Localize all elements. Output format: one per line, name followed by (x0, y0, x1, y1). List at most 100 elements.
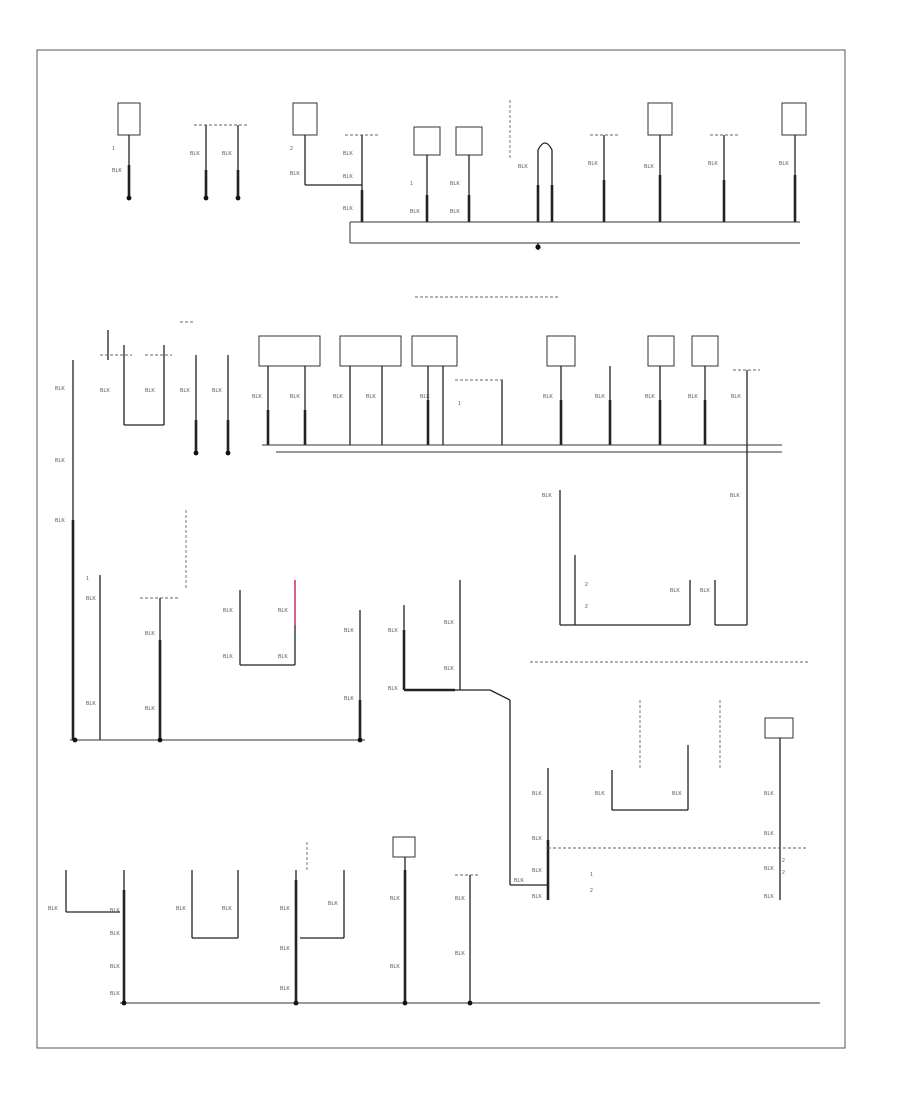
svg-text:BLK: BLK (731, 394, 741, 400)
svg-text:1: 1 (86, 576, 89, 582)
svg-text:BLK: BLK (764, 866, 774, 872)
svg-text:BLK: BLK (455, 896, 465, 902)
svg-text:BLK: BLK (670, 588, 680, 594)
svg-text:BLK: BLK (779, 161, 789, 167)
svg-text:2: 2 (590, 888, 593, 894)
component-top-8: BLK (588, 134, 620, 222)
svg-text:BLK: BLK (595, 791, 605, 797)
svg-text:BLK: BLK (280, 946, 290, 952)
component-top-2: BLK BLK (190, 124, 248, 201)
svg-text:BLK: BLK (223, 654, 233, 660)
svg-text:BLK: BLK (588, 161, 598, 167)
component-top-4: BLK BLK BLK (343, 134, 378, 222)
svg-text:2: 2 (585, 604, 588, 610)
svg-text:BLK: BLK (223, 608, 233, 614)
svg-text:BLK: BLK (110, 931, 120, 937)
second-row-components: BLK BLK BLK BLK BLK BLK BLK BLK BLK (55, 296, 782, 740)
fourth-row-components: BLK BLK BLK BLK BLK BLK BLK BLK BLK BLK BLK 1… (510, 700, 808, 900)
svg-text:BLK: BLK (145, 388, 155, 394)
svg-text:BLK: BLK (180, 388, 190, 394)
svg-text:BLK: BLK (644, 164, 654, 170)
component-mid-center: BLK BLK BLK BLK BLK 1 BLK BLK BLK (252, 335, 782, 620)
svg-text:BLK: BLK (542, 493, 552, 499)
svg-text:BLK: BLK (333, 394, 343, 400)
svg-text:BLK: BLK (688, 394, 698, 400)
svg-text:1: 1 (410, 181, 413, 187)
svg-text:BLK: BLK (366, 394, 376, 400)
svg-text:1: 1 (458, 401, 461, 407)
diagram-frame (36, 49, 846, 1049)
svg-text:BLK: BLK (764, 894, 774, 900)
svg-text:BLK: BLK (543, 394, 553, 400)
svg-text:BLK: BLK (55, 386, 65, 392)
svg-text:BLK: BLK (112, 168, 122, 174)
svg-text:2: 2 (782, 870, 785, 876)
svg-text:1: 1 (112, 146, 115, 152)
svg-text:BLK: BLK (110, 991, 120, 997)
svg-text:BLK: BLK (280, 906, 290, 912)
svg-text:BLK: BLK (280, 986, 290, 992)
svg-text:BLK: BLK (176, 906, 186, 912)
svg-text:BLK: BLK (388, 686, 398, 692)
svg-text:BLK: BLK (344, 696, 354, 702)
svg-text:BLK: BLK (672, 791, 682, 797)
svg-text:BLK: BLK (700, 588, 710, 594)
svg-text:BLK: BLK (100, 388, 110, 394)
svg-text:BLK: BLK (86, 701, 96, 707)
svg-text:BLK: BLK (388, 628, 398, 634)
svg-text:BLK: BLK (222, 151, 232, 157)
svg-text:BLK: BLK (444, 666, 454, 672)
svg-text:BLK: BLK (595, 394, 605, 400)
svg-text:BLK: BLK (514, 878, 524, 884)
svg-text:BLK: BLK (290, 394, 300, 400)
svg-text:BLK: BLK (278, 608, 288, 614)
ground-bus-top (349, 221, 800, 250)
svg-text:BLK: BLK (518, 164, 528, 170)
svg-text:BLK: BLK (344, 628, 354, 634)
svg-text:BLK: BLK (532, 836, 542, 842)
svg-text:2: 2 (585, 582, 588, 588)
svg-text:BLK: BLK (410, 209, 420, 215)
svg-text:2: 2 (290, 146, 293, 152)
svg-text:BLK: BLK (764, 831, 774, 837)
svg-text:BLK: BLK (764, 791, 774, 797)
svg-text:BLK: BLK (222, 906, 232, 912)
svg-text:BLK: BLK (55, 458, 65, 464)
svg-text:BLK: BLK (252, 394, 262, 400)
svg-text:BLK: BLK (455, 951, 465, 957)
svg-text:BLK: BLK (190, 151, 200, 157)
svg-text:BLK: BLK (110, 964, 120, 970)
svg-text:BLK: BLK (708, 161, 718, 167)
svg-text:BLK: BLK (343, 206, 353, 212)
svg-text:2: 2 (782, 858, 785, 864)
svg-text:BLK: BLK (110, 908, 120, 914)
component-top-11: BLK (779, 102, 807, 222)
svg-text:BLK: BLK (290, 171, 300, 177)
svg-text:BLK: BLK (730, 493, 740, 499)
svg-text:BLK: BLK (420, 394, 430, 400)
svg-text:BLK: BLK (48, 906, 58, 912)
component-top-10: BLK (708, 134, 740, 222)
svg-text:BLK: BLK (343, 151, 353, 157)
svg-text:BLK: BLK (532, 894, 542, 900)
svg-text:BLK: BLK (532, 791, 542, 797)
svg-text:BLK: BLK (55, 518, 65, 524)
svg-text:1: 1 (590, 872, 593, 878)
svg-text:BLK: BLK (645, 394, 655, 400)
svg-text:BLK: BLK (278, 654, 288, 660)
component-top-7: BLK (518, 142, 554, 222)
svg-text:BLK: BLK (328, 901, 338, 907)
svg-text:BLK: BLK (532, 868, 542, 874)
svg-text:BLK: BLK (390, 964, 400, 970)
svg-text:BLK: BLK (86, 596, 96, 602)
svg-text:BLK: BLK (343, 174, 353, 180)
svg-text:BLK: BLK (145, 631, 155, 637)
svg-text:BLK: BLK (390, 896, 400, 902)
